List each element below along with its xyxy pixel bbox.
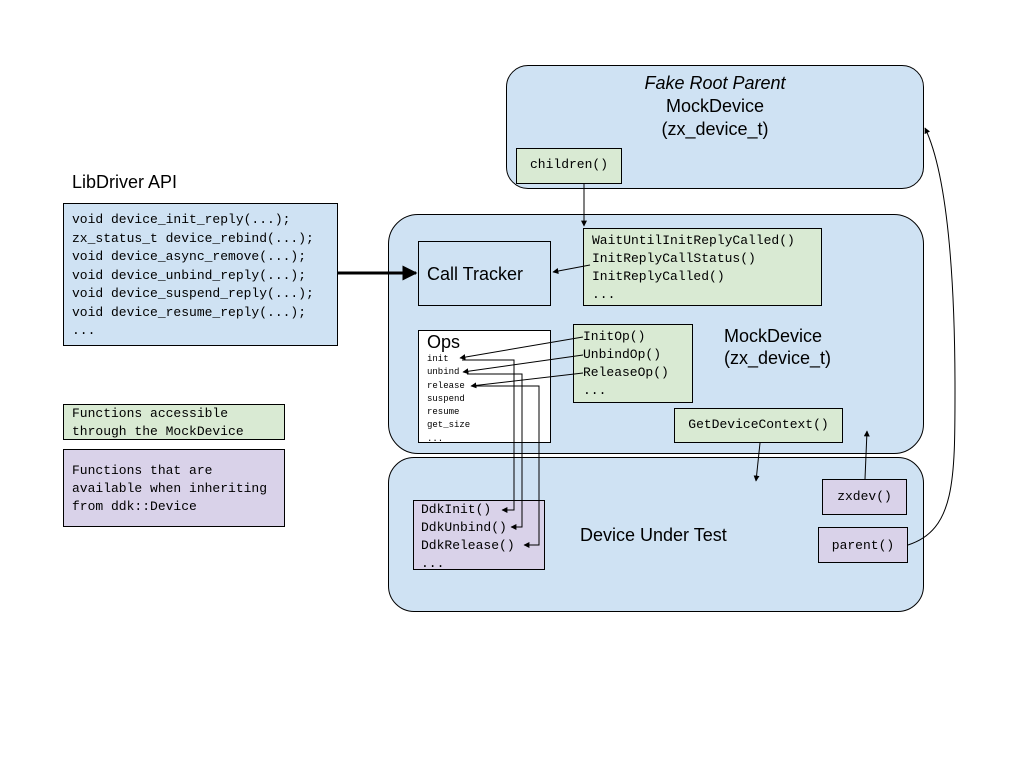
op-function-item: UnbindOp()	[583, 347, 662, 362]
op-function-item: ...	[583, 383, 607, 398]
ops-item: unbind	[427, 367, 460, 378]
ops-items-list: init unbind release suspend resume get_size..…	[427, 353, 470, 446]
children-function-box	[516, 148, 622, 184]
libdriver-function-line: void device_suspend_reply(...);	[72, 286, 314, 301]
ops-title: Ops	[427, 332, 461, 352]
ops-item: init	[427, 354, 449, 364]
libdriver-function-line: void device_unbind_reply(...);	[72, 267, 307, 283]
op-functions-box	[573, 324, 693, 403]
libdriver-function-line: ...	[72, 323, 96, 338]
op-functions-list: InitOp() UnbindOp() ReleaseOp()...	[583, 328, 669, 400]
get-device-context-label: GetDeviceContext()	[688, 417, 829, 432]
parent-label: parent()	[831, 538, 895, 553]
fake-root-type: (zx_device_t)	[661, 119, 769, 139]
ddk-function-item: DdkInit()	[421, 502, 492, 517]
zxdev-box	[822, 479, 907, 515]
call-tracker-box	[418, 241, 551, 306]
libdriver-api-title: LibDriver API	[72, 172, 178, 192]
tracker-function-item: WaitUntilInitReplyCalled()	[592, 233, 795, 248]
ops-item: suspend	[427, 393, 465, 404]
parent-box	[818, 527, 908, 563]
libdriver-function-line: void device_resume_reply(...);	[72, 304, 307, 320]
libdriver-api-box	[63, 203, 338, 346]
children-function-label: children()	[529, 157, 608, 172]
tracker-function-item: ...	[592, 287, 616, 302]
get-device-context-box	[674, 408, 843, 443]
ddk-function-item: ...	[421, 556, 445, 571]
ddk-function-item: DdkRelease()	[421, 538, 515, 553]
fake-root-name: MockDevice	[665, 96, 765, 116]
libdriver-function-line: void device_init_reply(...);	[72, 212, 291, 227]
device-under-test-title: Device Under Test	[580, 525, 727, 545]
mock-device-type: (zx_device_t)	[724, 348, 832, 368]
fake-root-title: Fake Root Parent	[644, 73, 786, 93]
ddk-function-item: DdkUnbind()	[421, 520, 507, 535]
mock-device-name: MockDevice	[724, 326, 823, 346]
ops-item: ...	[427, 433, 444, 444]
tracker-function-item: InitReplyCallStatus()	[592, 251, 756, 266]
call-tracker-label: Call Tracker	[427, 264, 524, 284]
tracker-functions-box	[583, 228, 822, 306]
libdriver-function-line: void device_async_remove(...);	[72, 249, 307, 264]
op-function-item: InitOp()	[583, 329, 646, 344]
ops-item: release	[427, 380, 465, 391]
ops-item: resume	[427, 407, 460, 418]
legend-purple-label: Functions that are available when inheri…	[72, 463, 268, 514]
libdriver-function-line: zx_status_t device_rebind(...);	[72, 230, 314, 246]
legend-purple-swatch	[63, 449, 285, 527]
libdriver-api-functions: void device_init_reply(...); zx_status_t …	[72, 211, 314, 341]
legend-green-label: Functions accessible through the MockDev…	[72, 406, 244, 439]
legend-green-swatch	[63, 404, 285, 440]
zxdev-label: zxdev()	[837, 489, 892, 504]
ops-item: get_size	[427, 420, 471, 431]
tracker-functions-list: WaitUntilInitReplyCalled() InitReplyCallS…	[592, 232, 795, 304]
ddk-functions-list: DdkInit() DdkUnbind() DdkRelease()...	[421, 501, 515, 573]
op-function-item: ReleaseOp()	[583, 365, 669, 380]
tracker-function-item: InitReplyCalled()	[592, 269, 725, 284]
